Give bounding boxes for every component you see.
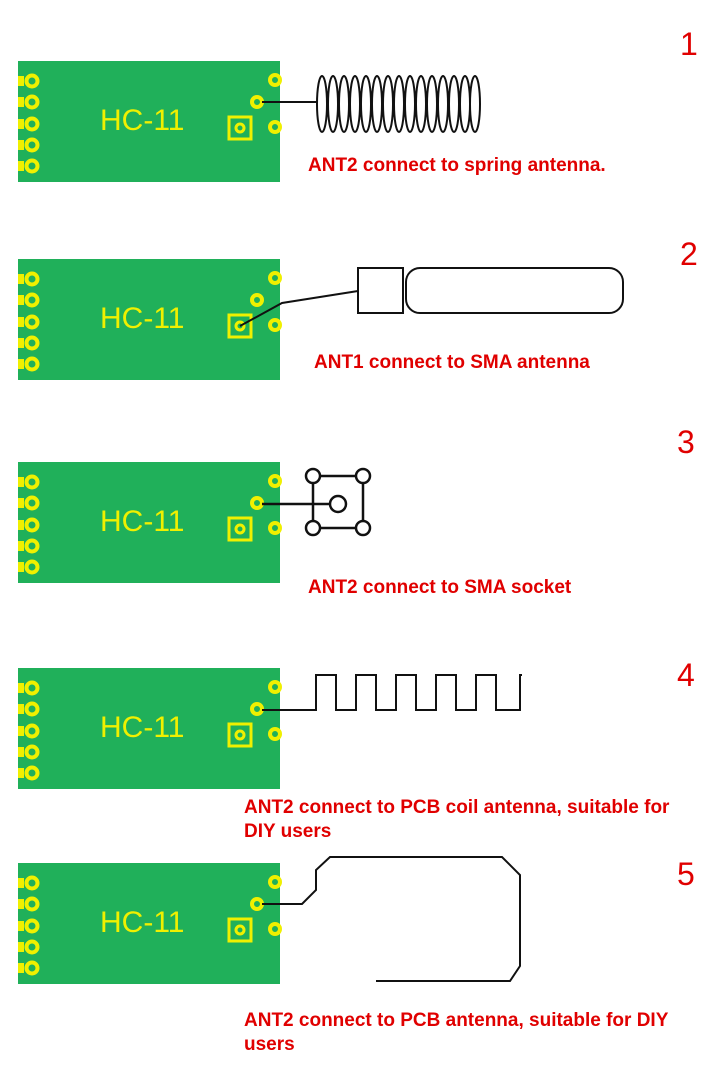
section-4: HC-11 4 <box>18 657 695 789</box>
pcb-coil-antenna <box>262 674 522 711</box>
section-number: 5 <box>677 856 695 892</box>
left-pin-edge <box>18 274 24 369</box>
left-pin-header <box>24 474 40 575</box>
right-pads <box>268 680 282 741</box>
module-label: HC-11 <box>100 104 184 137</box>
right-pads <box>268 875 282 936</box>
module-label: HC-11 <box>100 906 184 939</box>
section-number: 3 <box>677 424 695 460</box>
section-1: HC-11 1 <box>18 26 698 182</box>
sma-antenna <box>239 267 624 327</box>
right-pads <box>268 474 282 535</box>
right-pads <box>268 271 282 332</box>
ant1-pad <box>227 917 253 943</box>
ant1-pad <box>227 722 253 748</box>
module-board <box>18 259 280 380</box>
section-5: HC-11 5 <box>18 856 695 984</box>
left-pin-edge <box>18 76 24 171</box>
ant2-pad <box>250 293 264 307</box>
left-pin-header <box>24 73 40 174</box>
hc11-module-1: HC-11 <box>18 61 282 182</box>
right-pads <box>268 73 282 134</box>
module-board <box>18 668 280 789</box>
left-pin-header <box>24 680 40 781</box>
section-3: HC-11 3 <box>18 424 695 583</box>
ant1-pad <box>227 313 253 339</box>
left-pin-edge <box>18 477 24 572</box>
module-board <box>18 462 280 583</box>
caption-1: ANT2 connect to spring antenna. <box>308 155 606 176</box>
pcb-antenna <box>262 856 521 982</box>
section-number: 2 <box>680 236 698 272</box>
module-label: HC-11 <box>100 302 184 335</box>
caption-2: ANT1 connect to SMA antenna <box>314 352 590 373</box>
ant1-pad <box>227 516 253 542</box>
section-number: 1 <box>680 26 698 62</box>
section-2: HC-11 2 <box>18 236 698 380</box>
left-pin-header <box>24 875 40 976</box>
hc11-module-5: HC-11 <box>18 863 282 984</box>
spring-antenna <box>262 75 481 133</box>
section-number: 4 <box>677 657 695 693</box>
left-pin-edge <box>18 878 24 973</box>
ant1-pad <box>227 115 253 141</box>
hc11-module-4: HC-11 <box>18 668 282 789</box>
hc11-module-3: HC-11 <box>18 462 282 583</box>
module-board <box>18 863 280 984</box>
module-label: HC-11 <box>100 711 184 744</box>
sma-socket <box>262 467 372 537</box>
left-pin-header <box>24 271 40 372</box>
caption-3: ANT2 connect to SMA socket <box>308 577 572 598</box>
hc11-module-2: HC-11 <box>18 259 282 380</box>
module-label: HC-11 <box>100 505 184 538</box>
caption-5: ANT2 connect to PCB antenna, suitable fo… <box>244 1010 669 1055</box>
module-board <box>18 61 280 182</box>
left-pin-edge <box>18 683 24 778</box>
caption-4: ANT2 connect to PCB coil antenna, suitab… <box>244 797 670 842</box>
